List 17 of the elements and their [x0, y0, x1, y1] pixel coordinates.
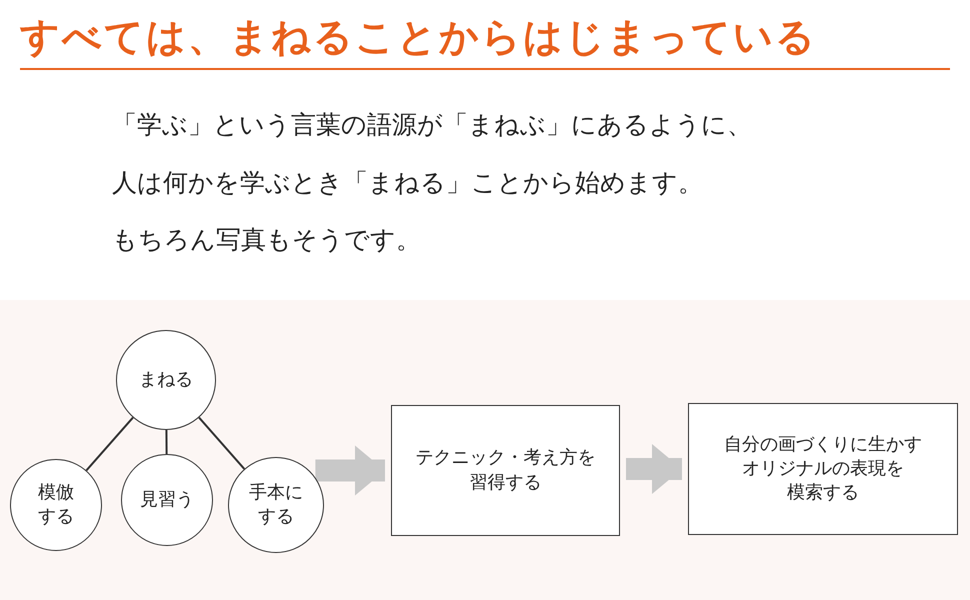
connector-line: [86, 416, 134, 472]
node-label: 模倣する: [38, 480, 74, 529]
node-label: 自分の画づくりに生かすオリジナルの表現を模索する: [724, 432, 922, 506]
title: すべては、まねることからはじまっている: [20, 14, 817, 62]
process-box: [688, 403, 958, 535]
block-arrow: [315, 446, 385, 496]
body-text: 人は何かを学ぶとき「まねる」ことから始めます。: [112, 167, 703, 199]
node-label: 見習う: [140, 488, 194, 512]
connector-line: [165, 430, 168, 454]
node-label: 手本にする: [249, 480, 303, 529]
body-text: もちろん写真もそうです。: [112, 224, 421, 256]
connector-line: [198, 416, 246, 470]
body-text: 「学ぶ」という言葉の語源が「まねぶ」にあるように、: [112, 109, 752, 141]
process-box: [391, 405, 620, 536]
node-label: まねる: [139, 368, 193, 392]
node-label: テクニック・考え方を習得する: [416, 446, 596, 494]
block-arrow: [626, 444, 682, 494]
